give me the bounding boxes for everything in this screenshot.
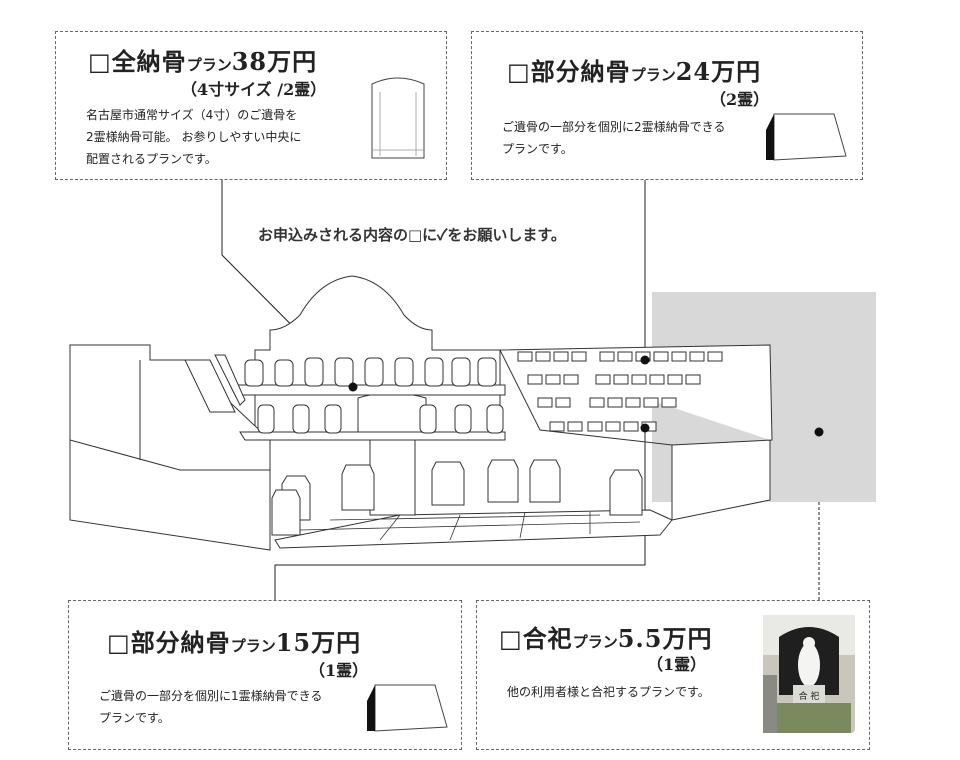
joint-burial-photo: 合 祀 [763,615,855,733]
plaque-icon [766,113,847,161]
plan-card-partial-2: □部分納骨プラン24万円 （2霊） ご遺骨の一部分を個別に2霊様納骨できる プラ… [471,31,863,180]
plan-sub-full: （4寸サイズ /2霊） [181,80,327,99]
right-plaques [517,351,723,432]
mid-urns [257,404,504,434]
plan-title-joint[interactable]: □合祀プラン5.5万円 [499,624,713,653]
floor-urns [271,459,643,536]
plaque-icon [367,684,448,732]
plan-desc-partial-1: ご遺骨の一部分を個別に1霊様納骨できる プランです。 [99,689,323,725]
plan-title-partial-1[interactable]: □部分納骨プラン15万円 [107,628,362,657]
plan-desc-joint: 他の利用者様と合祀するプランです。 [507,685,710,699]
center-stele [369,439,416,516]
plan-checkbox-partial-1[interactable]: □ [107,629,131,657]
urn-icon [371,77,425,159]
top-urns [244,357,497,387]
plan-title-full[interactable]: □全納骨プラン38万円 [88,47,318,76]
plan-checkbox-partial-2[interactable]: □ [507,58,531,86]
dot-full [348,382,358,392]
dot-partial1 [640,423,650,433]
plan-desc-full: 名古屋市通常サイズ（4寸）のご遺骨を 2霊様納骨可能。 お参りしやすい中央に 配… [86,108,302,166]
photo-plaque-text: 合 祀 [799,690,820,702]
left-wall [69,344,271,551]
plan-desc-partial-2: ご遺骨の一部分を個別に2霊様納骨できる プランです。 [502,120,726,156]
plan-sub-joint: （1霊） [647,655,707,674]
plan-card-joint: □合祀プラン5.5万円 （1霊） 他の利用者様と合祀するプランです。 合 祀 [476,600,870,750]
plan-title-partial-2[interactable]: □部分納骨プラン24万円 [507,57,762,86]
indicator-dots [348,355,824,437]
plan-card-full: □全納骨プラン38万円 （4寸サイズ /2霊） 名古屋市通常サイズ（4寸）のご遺… [55,31,447,180]
plan-checkbox-joint[interactable]: □ [499,625,523,653]
leader-line-partial1 [274,428,646,600]
plan-sub-partial-1: （1霊） [309,661,369,680]
building-illustration [69,275,773,551]
plan-checkbox-full[interactable]: □ [88,48,112,76]
dot-joint [814,427,824,437]
instruction-text: お申込みされる内容の□に✓をお願いします。 [258,226,566,244]
plan-card-partial-1: □部分納骨プラン15万円 （1霊） ご遺骨の一部分を個別に1霊様納骨できる プラ… [68,600,462,750]
dot-partial2 [640,355,650,365]
plan-sub-partial-2: （2霊） [710,90,770,109]
